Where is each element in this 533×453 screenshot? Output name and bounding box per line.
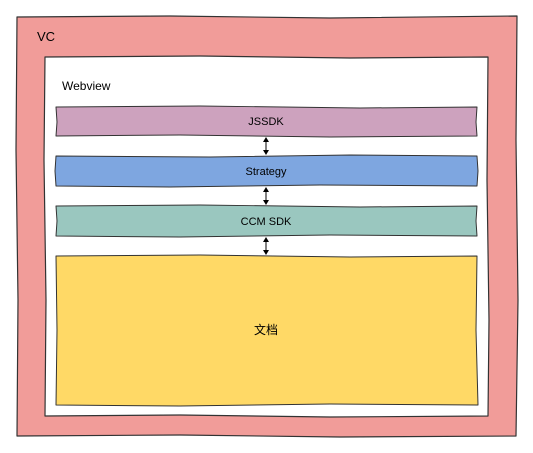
connector-strategy-ccm — [263, 187, 269, 205]
jssdk-label: JSSDK — [248, 116, 284, 128]
arrow-down-icon — [263, 200, 269, 205]
ccm-sdk-layer[interactable]: CCM SDK — [55, 204, 478, 238]
arrow-down-icon — [263, 250, 269, 255]
strategy-layer[interactable]: Strategy — [54, 154, 479, 188]
arrow-down-icon — [263, 150, 269, 155]
arrow-up-icon — [263, 237, 269, 242]
arrow-up-icon — [263, 137, 269, 142]
ccm-sdk-label: CCM SDK — [241, 216, 292, 228]
document-box — [55, 254, 479, 407]
strategy-box — [54, 154, 479, 188]
jssdk-layer[interactable]: JSSDK — [55, 105, 478, 138]
jssdk-box — [55, 105, 478, 138]
vc-label: VC — [37, 29, 55, 44]
webview-label: Webview — [62, 79, 111, 93]
ccm-sdk-box — [55, 204, 478, 238]
document-layer[interactable]: 文档 — [55, 254, 479, 407]
arrow-up-icon — [263, 187, 269, 192]
connector-jssdk-strategy — [263, 137, 269, 155]
strategy-label: Strategy — [246, 166, 287, 178]
connector-ccm-document — [263, 237, 269, 255]
document-label: 文档 — [254, 322, 278, 337]
